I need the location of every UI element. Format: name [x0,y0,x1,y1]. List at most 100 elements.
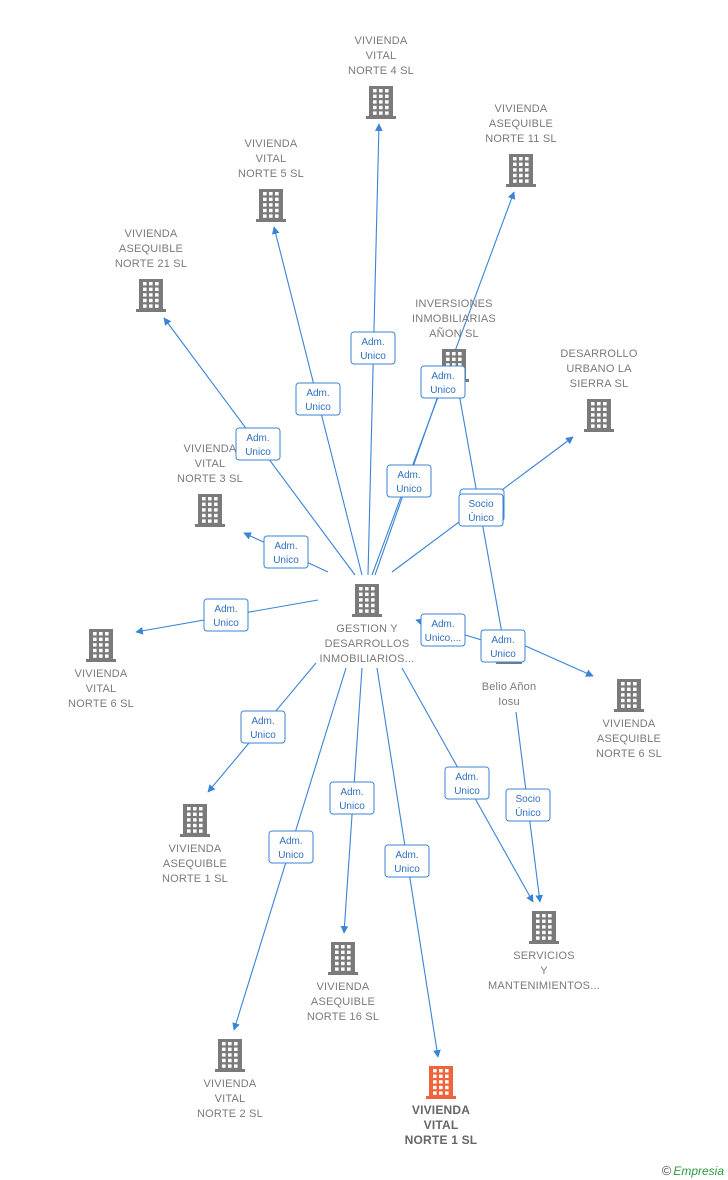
building-window [519,157,523,161]
building-window [359,598,363,602]
node-label: INVERSIONES [415,298,492,310]
building-window [269,214,273,218]
building-window [105,637,109,641]
edge-label-gestion-vn5[interactable]: Adm.Unico [295,382,341,416]
building-window [155,293,159,297]
edge-label-text: Unico [250,730,276,741]
building-window [371,598,375,602]
building-window [93,632,97,636]
edge-label-text: Unico [394,864,420,875]
building-window [214,497,218,501]
building-window [458,363,462,367]
building-window [202,508,206,512]
edge-label-gestion-vn2[interactable]: Adm.Unico [268,830,314,864]
building-window [439,1074,443,1078]
building-window [222,1053,226,1057]
building-window [548,936,552,940]
node-label: NORTE 2 SL [197,1108,263,1120]
building-window [621,704,625,708]
edge-label-gestion-vn4[interactable]: Adm.Unico [350,331,396,365]
edge-label-gestion-inv[interactable]: Adm.Unico [386,464,432,498]
building-window [373,111,377,115]
edge-label-gestion-vn1[interactable]: Adm.Unico [384,844,430,878]
node-serv[interactable]: SERVICIOSYMANTENIMIENTOS... [488,911,600,992]
building-window [269,197,273,201]
building-window [208,502,212,506]
building-window [365,603,369,608]
building-window [379,105,383,110]
building-window [208,508,212,512]
edge-label-gestion-va16[interactable]: Adm.Unico [329,781,375,815]
node-label: VIVIENDA [125,228,178,240]
building-window [536,930,540,935]
building-window [143,304,147,308]
edge-label-belio-va6[interactable]: Adm.Unico [480,629,526,663]
building-window [335,945,339,949]
building-window [105,654,109,658]
node-label: VIVIENDA [317,981,370,993]
building-icon [584,399,614,432]
building-base [180,834,210,837]
edge-label-text: Adm. [431,619,454,630]
node-label: VITAL [215,1093,246,1105]
edge-label-gestion-va11[interactable]: Adm.Unico [420,365,466,399]
building-window [155,282,159,286]
node-label: VITAL [256,153,287,165]
building-window [548,925,552,929]
edge-label-belio-gestion[interactable]: Adm.Unico,... [420,613,466,647]
building-window [99,643,103,647]
edge-label-gestion-va21[interactable]: Adm.Unico [235,427,281,461]
building-window [99,654,103,658]
building-window [359,592,363,596]
building-window [341,967,345,971]
edge-label-box [444,766,490,800]
node-label: NORTE 1 SL [162,873,228,885]
building-window [193,807,197,811]
building-window [228,1042,232,1046]
edge-label-gestion-vn3[interactable]: Adm.Unico [263,535,309,569]
building-window [371,603,375,608]
node-label: Iosu [498,696,520,708]
building-window [542,930,546,935]
building-window [439,1080,443,1084]
building-window [263,203,267,207]
edge-label-text: Adm. [455,772,478,783]
building-window [143,298,147,303]
building-window [193,812,197,816]
edge-label-text: Unico [245,447,271,458]
building-window [433,1080,437,1084]
brand-logo[interactable]: Empresia [673,1164,724,1178]
edge-label-text: Adm. [274,541,297,552]
building-window [208,519,212,523]
edge-label-text: Adm. [431,371,454,382]
node-label: SERVICIOS [513,950,575,962]
node-gestion[interactable]: GESTION YDESARROLLOSINMOBILIARIOS... [320,584,415,665]
building-window [359,603,363,608]
edge-label-gestion-vn6[interactable]: Adm.Unico [203,598,249,632]
node-label: Y [540,965,548,977]
node-label: VIVIENDA [184,443,237,455]
edge-label-text: Unico [360,351,386,362]
building-window [548,930,552,935]
building-window [525,168,529,172]
building-window [187,812,191,816]
building-window [228,1053,232,1057]
building-window [627,682,631,686]
building-window [341,956,345,960]
edge-label-gestion-va1[interactable]: Adm.Unico [240,710,286,744]
edge-label-gestion-serv[interactable]: Adm.Unico [444,766,490,800]
